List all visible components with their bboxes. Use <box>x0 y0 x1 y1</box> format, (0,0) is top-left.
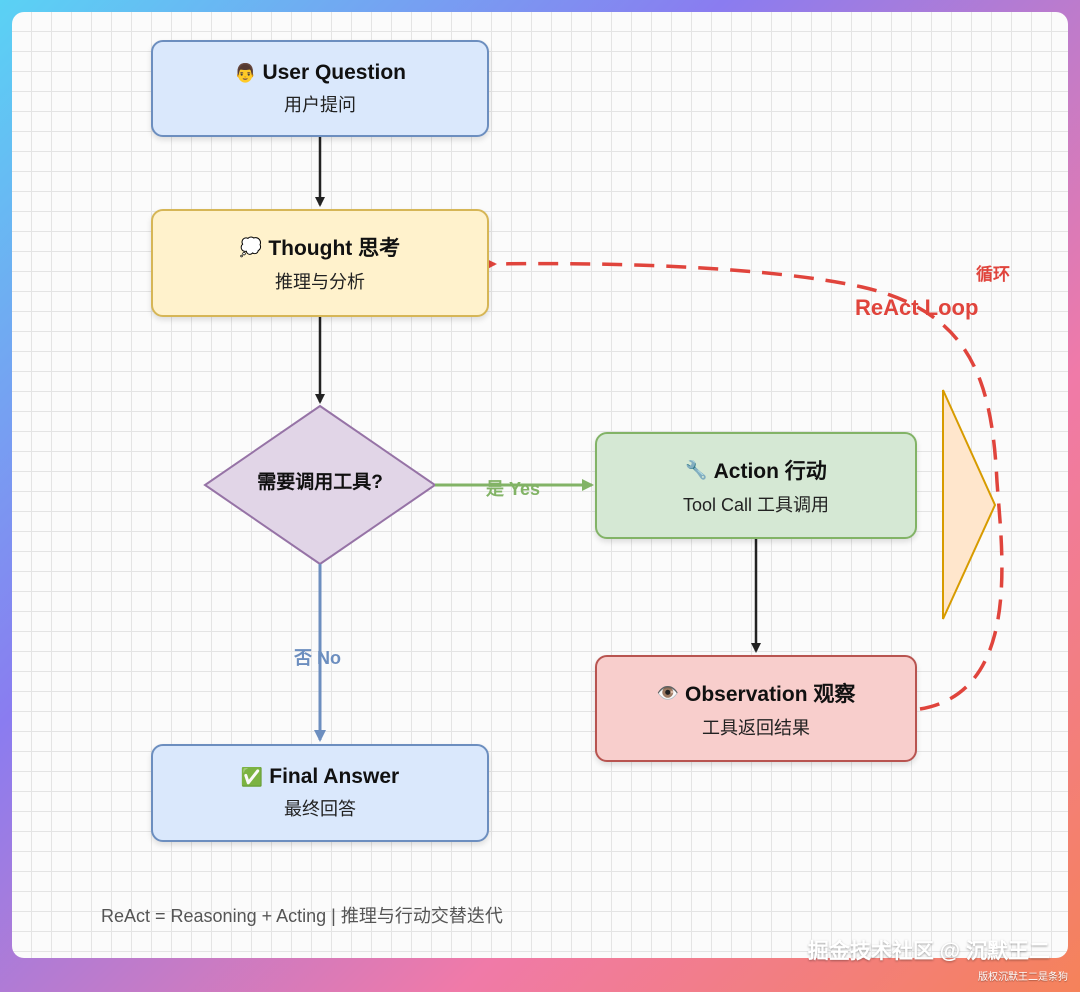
diagram-caption: ReAct = Reasoning + Acting | 推理与行动交替迭代 <box>101 906 503 926</box>
thought-node: 💭 Thought 思考 推理与分析 <box>151 209 489 317</box>
check-mark-icon: ✅ <box>240 767 264 787</box>
orange-triangle-shape <box>942 389 997 620</box>
loop-label-chinese: 循环 <box>976 265 1010 284</box>
observation-title: Observation 观察 <box>685 682 856 706</box>
thought-bubble-icon: 💭 <box>239 237 263 257</box>
action-subtitle: Tool Call 工具调用 <box>682 494 830 515</box>
user-question-node: 👨 User Question 用户提问 <box>151 40 489 137</box>
decision-label: 需要调用工具? <box>257 472 383 493</box>
final-answer-subtitle: 最终回答 <box>284 799 356 819</box>
watermark-main: 掘金技术社区 @ 沉默王二 <box>807 940 1050 963</box>
loop-arrow-observation-to-thought <box>480 256 1004 711</box>
connectors-layer <box>203 137 1004 742</box>
thought-title: Thought 思考 <box>268 237 401 260</box>
user-question-title: User Question <box>262 60 406 84</box>
no-edge-label: 否 No <box>294 648 341 668</box>
final-answer-title: Final Answer <box>269 765 400 788</box>
observation-node: 👁️ Observation 观察 工具返回结果 <box>595 655 917 762</box>
action-node: 🔧 Action 行动 Tool Call 工具调用 <box>595 432 917 539</box>
diagram-canvas: 👨 User Question 用户提问 💭 Thought 思考 推理与分析 … <box>12 12 1068 958</box>
final-answer-node: ✅ Final Answer 最终回答 <box>151 744 489 842</box>
action-title: Action 行动 <box>713 459 827 483</box>
thought-subtitle: 推理与分析 <box>275 272 365 292</box>
loop-label-english: ReAct Loop <box>855 295 979 320</box>
wrench-icon: 🔧 <box>685 459 708 480</box>
eye-icon: 👁️ <box>656 682 680 703</box>
observation-subtitle: 工具返回结果 <box>702 717 810 738</box>
person-icon: 👨 <box>234 62 257 83</box>
yes-edge-label: 是 Yes <box>486 479 541 499</box>
user-question-subtitle: 用户提问 <box>284 94 356 115</box>
watermark-sub: 版权沉默王二是条狗 <box>978 972 1068 983</box>
